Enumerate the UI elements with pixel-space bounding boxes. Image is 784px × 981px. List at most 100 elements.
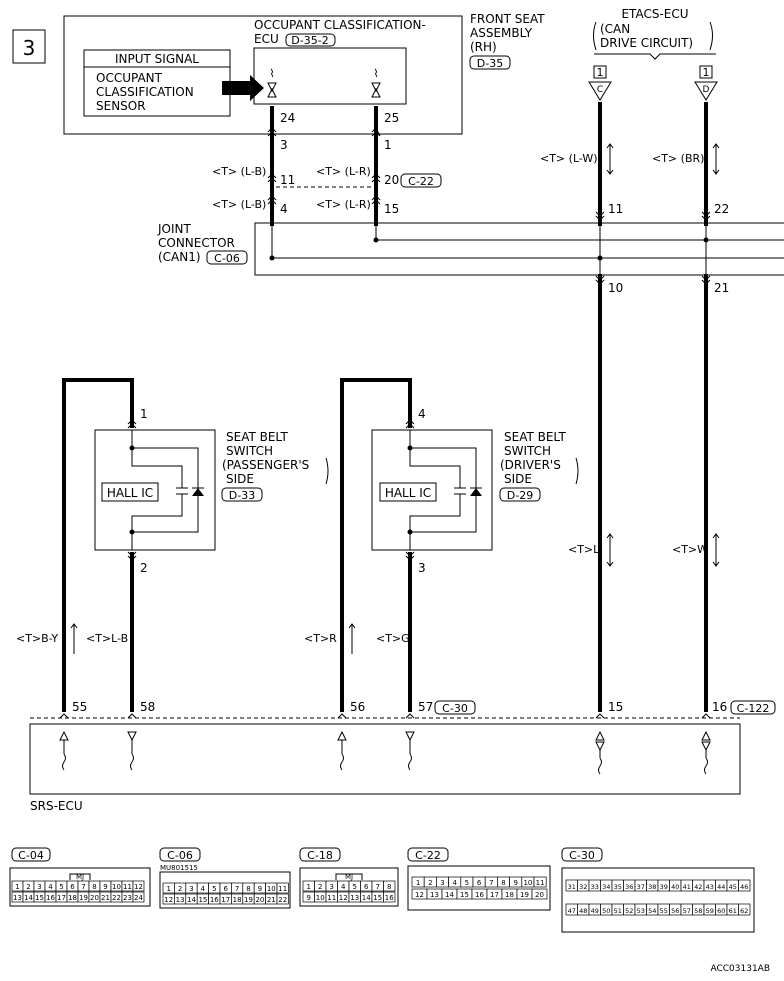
- wire-label-t-lb-2: <T> (L-B): [212, 198, 266, 211]
- occupant-ecu-line-2: ECU: [254, 32, 279, 46]
- page-number: 3: [23, 36, 36, 60]
- connector-pin-label: 8: [92, 883, 96, 891]
- connector-pin-label: 34: [602, 883, 610, 891]
- joint-line-3: (CAN1): [158, 250, 201, 264]
- connector-pin-label: 61: [729, 907, 737, 915]
- connector-c04-code: C-04: [18, 849, 44, 862]
- connector-pin-label: 12: [164, 896, 173, 904]
- connector-c22-code: C-22: [415, 849, 441, 862]
- connector-pin-cell: [383, 891, 396, 903]
- connector-pin-label: 60: [717, 907, 725, 915]
- connector-pin-label: 7: [489, 879, 493, 887]
- seat-belt-drv-code: D-29: [507, 489, 533, 502]
- connector-pin-label: 20: [535, 891, 544, 899]
- connector-pin-label: 48: [579, 907, 587, 915]
- srs-ecu-box: [29, 723, 741, 795]
- front-seat-line-1: FRONT SEAT: [470, 12, 545, 26]
- connector-pin-label: 39: [660, 883, 668, 891]
- pin-1a: 1: [384, 138, 392, 152]
- connector-pin-label: 5: [212, 885, 216, 893]
- connector-pin-label: 2: [26, 883, 30, 891]
- connector-pin-label: 13: [430, 891, 439, 899]
- connector-pin-label: 32: [579, 883, 587, 891]
- connector-pin-label: 3: [37, 883, 41, 891]
- input-signal-line-1: OCCUPANT: [96, 71, 163, 85]
- connector-pin-label: 2: [178, 885, 182, 893]
- connector-pin-label: 11: [327, 894, 336, 902]
- connector-pin-label: 19: [79, 894, 88, 902]
- connector-pin-label: 15: [373, 894, 382, 902]
- connector-pin-label: 1: [416, 879, 420, 887]
- input-signal-header: INPUT SIGNAL: [115, 52, 199, 66]
- hall-ic-passenger: HALL IC: [107, 486, 153, 500]
- seat-belt-drv-line-4: SIDE: [504, 472, 532, 486]
- wire-label-t-w: <T>W: [672, 543, 708, 556]
- connector-pin-label: 2: [428, 879, 432, 887]
- connector-pin-label: 9: [307, 894, 311, 902]
- connector-pin-label: 6: [364, 883, 369, 891]
- joint-line-2: CONNECTOR: [158, 236, 235, 250]
- connector-pin-label: 8: [246, 885, 250, 893]
- connector-pin-label: 16: [46, 894, 55, 902]
- connector-pin-label: 3: [189, 885, 193, 893]
- connector-pin-label: 51: [614, 907, 622, 915]
- svg-text:⌇: ⌇: [269, 67, 274, 80]
- connector-pin-label: 17: [490, 891, 499, 899]
- pin-21: 21: [714, 281, 729, 295]
- connector-pin-label: 1: [166, 885, 170, 893]
- connector-c04-tab: MJ: [76, 873, 84, 881]
- wire-label-t-br: <T> (BR): [652, 152, 704, 165]
- connector-pin-label: 12: [339, 894, 348, 902]
- joint-connector-box: [254, 222, 784, 276]
- connector-c30-code: C-30: [569, 849, 595, 862]
- connector-pin-label: 7: [235, 885, 239, 893]
- connector-pin-label: 7: [376, 883, 380, 891]
- connector-pin-label: 7: [81, 883, 85, 891]
- connector-pin-label: 9: [258, 885, 262, 893]
- code-c22: C-22: [408, 175, 434, 188]
- page-number-box: [12, 29, 46, 64]
- connector-pin-label: 62: [740, 907, 748, 915]
- connector-pin-label: 31: [568, 883, 576, 891]
- connector-pin-label: 42: [694, 883, 702, 891]
- etacs-term-c: C: [597, 85, 603, 95]
- connector-pin-label: 6: [223, 885, 228, 893]
- connector-pin-label: 8: [501, 879, 505, 887]
- connector-pin-label: 14: [24, 894, 33, 902]
- front-seat-assembly-box: [63, 15, 463, 135]
- input-signal-line-2: CLASSIFICATION: [96, 85, 194, 99]
- etacs-title: ETACS-ECU: [621, 7, 688, 21]
- connector-pin-label: 20: [255, 896, 264, 904]
- svg-text:⌇: ⌇: [373, 67, 378, 80]
- connector-pin-label: 46: [740, 883, 748, 891]
- front-seat-line-3: (RH): [470, 40, 497, 54]
- connector-pin-label: 16: [210, 896, 219, 904]
- pin-58: 58: [140, 700, 155, 714]
- occupant-ecu-box: [253, 47, 407, 105]
- wire-label-t-lw: <T> (L-W): [540, 152, 598, 165]
- connector-pin-label: 13: [176, 896, 185, 904]
- joint-code: C-06: [214, 252, 240, 265]
- connector-pin-label: 14: [362, 894, 371, 902]
- pin-16: 16: [712, 700, 727, 714]
- connector-pin-label: 15: [35, 894, 44, 902]
- front-seat-line-2: ASSEMBLY: [470, 26, 533, 40]
- connector-pin-label: 59: [706, 907, 714, 915]
- front-seat-code: D-35: [477, 57, 503, 70]
- connector-c18-code: C-18: [307, 849, 333, 862]
- connector-pin-label: 2: [318, 883, 322, 891]
- pin-4a: 4: [280, 202, 288, 216]
- connector-pin-label: 9: [513, 879, 517, 887]
- connector-pin-label: 16: [385, 894, 394, 902]
- srs-ecu-label: SRS-ECU: [30, 799, 83, 813]
- connector-c06-code: C-06: [167, 849, 193, 862]
- connector-c06-part: MU801515: [160, 864, 198, 872]
- srs-connector-chevrons: [59, 713, 711, 719]
- connector-pin-label: 23: [123, 894, 132, 902]
- connector-pin-label: 10: [523, 879, 532, 887]
- connector-pin-label: 20: [90, 894, 99, 902]
- connector-pin-label: 54: [648, 907, 656, 915]
